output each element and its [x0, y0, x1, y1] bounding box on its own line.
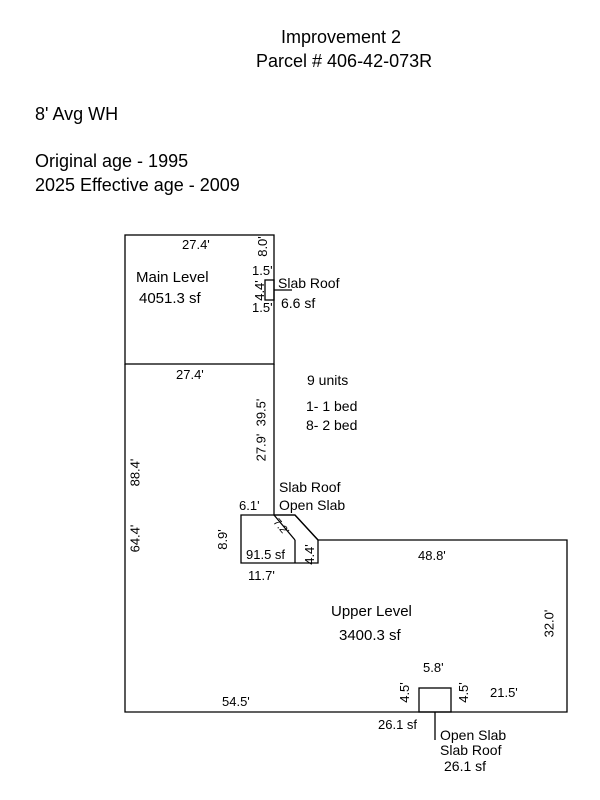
- upper-level-dim-top: 48.8': [418, 548, 446, 563]
- units-one-bed: 1- 1 bed: [306, 398, 358, 414]
- open-slab-mid-diagonal: [273, 514, 296, 541]
- wall-height: 8' Avg WH: [35, 104, 119, 124]
- open-slab-bottom-line1: Open Slab: [440, 727, 507, 743]
- open-slab-bottom-line2: Slab Roof: [440, 742, 502, 758]
- open-slab-mid-dim-top: 6.1': [239, 498, 260, 513]
- main-level-dim-right-mid: 39.5': [253, 398, 269, 427]
- main-level-dim-right-low: 27.9': [253, 433, 269, 462]
- sketch-title: Improvement 2: [281, 27, 402, 47]
- parcel-number: Parcel # 406-42-073R: [256, 51, 433, 71]
- open-slab-bottom-box: [418, 687, 452, 713]
- open-slab-bottom-area: 26.1 sf: [444, 758, 487, 774]
- open-slab-bottom-dim-left: 4.5': [396, 682, 412, 703]
- upper-level-area: 3400.3 sf: [339, 627, 401, 644]
- main-level-dim-right-top: 8.0': [254, 236, 270, 257]
- units-two-bed: 8- 2 bed: [306, 417, 358, 433]
- upper-level-dim-left: 64.4': [127, 524, 143, 553]
- open-slab-mid-dim-left: 8.9': [214, 529, 230, 550]
- slab-roof-small-dim-a: 1.5': [252, 263, 273, 278]
- main-level-dim-top: 27.4': [182, 237, 210, 252]
- open-slab-mid-area: 91.5 sf: [246, 547, 286, 562]
- upper-level-dim-right: 32.0': [541, 609, 557, 638]
- original-age: Original age - 1995: [35, 151, 189, 171]
- upper-level-dim-bottom-right: 21.5': [490, 685, 518, 700]
- open-slab-bottom-area-left: 26.1 sf: [378, 717, 418, 732]
- open-slab-bottom-dim-top: 5.8': [423, 660, 444, 675]
- open-slab-mid-dim-right: 4.4': [301, 544, 317, 565]
- upper-level-name: Upper Level: [331, 603, 412, 620]
- open-slab-mid-line2: Open Slab: [279, 497, 346, 513]
- slab-roof-small-area: 6.6 sf: [281, 295, 316, 311]
- open-slab-bottom-dim-right: 4.5': [455, 682, 471, 703]
- slab-roof-small-label: Slab Roof: [278, 275, 340, 291]
- effective-age: 2025 Effective age - 2009: [35, 175, 240, 195]
- slab-roof-small-dim-b: 4.4': [251, 280, 267, 301]
- slab-roof-small-dim-c: 1.5': [252, 300, 273, 315]
- main-level-name: Main Level: [136, 269, 209, 286]
- main-level-area: 4051.3 sf: [139, 290, 201, 307]
- units-count: 9 units: [307, 372, 349, 388]
- main-level-dim-bottom: 27.4': [176, 367, 204, 382]
- open-slab-mid-dim-bottom: 11.7': [248, 568, 275, 583]
- main-level-dim-left: 88.4': [127, 458, 143, 487]
- upper-level-dim-bottom-left: 54.5': [222, 694, 250, 709]
- open-slab-mid-line1: Slab Roof: [279, 479, 341, 495]
